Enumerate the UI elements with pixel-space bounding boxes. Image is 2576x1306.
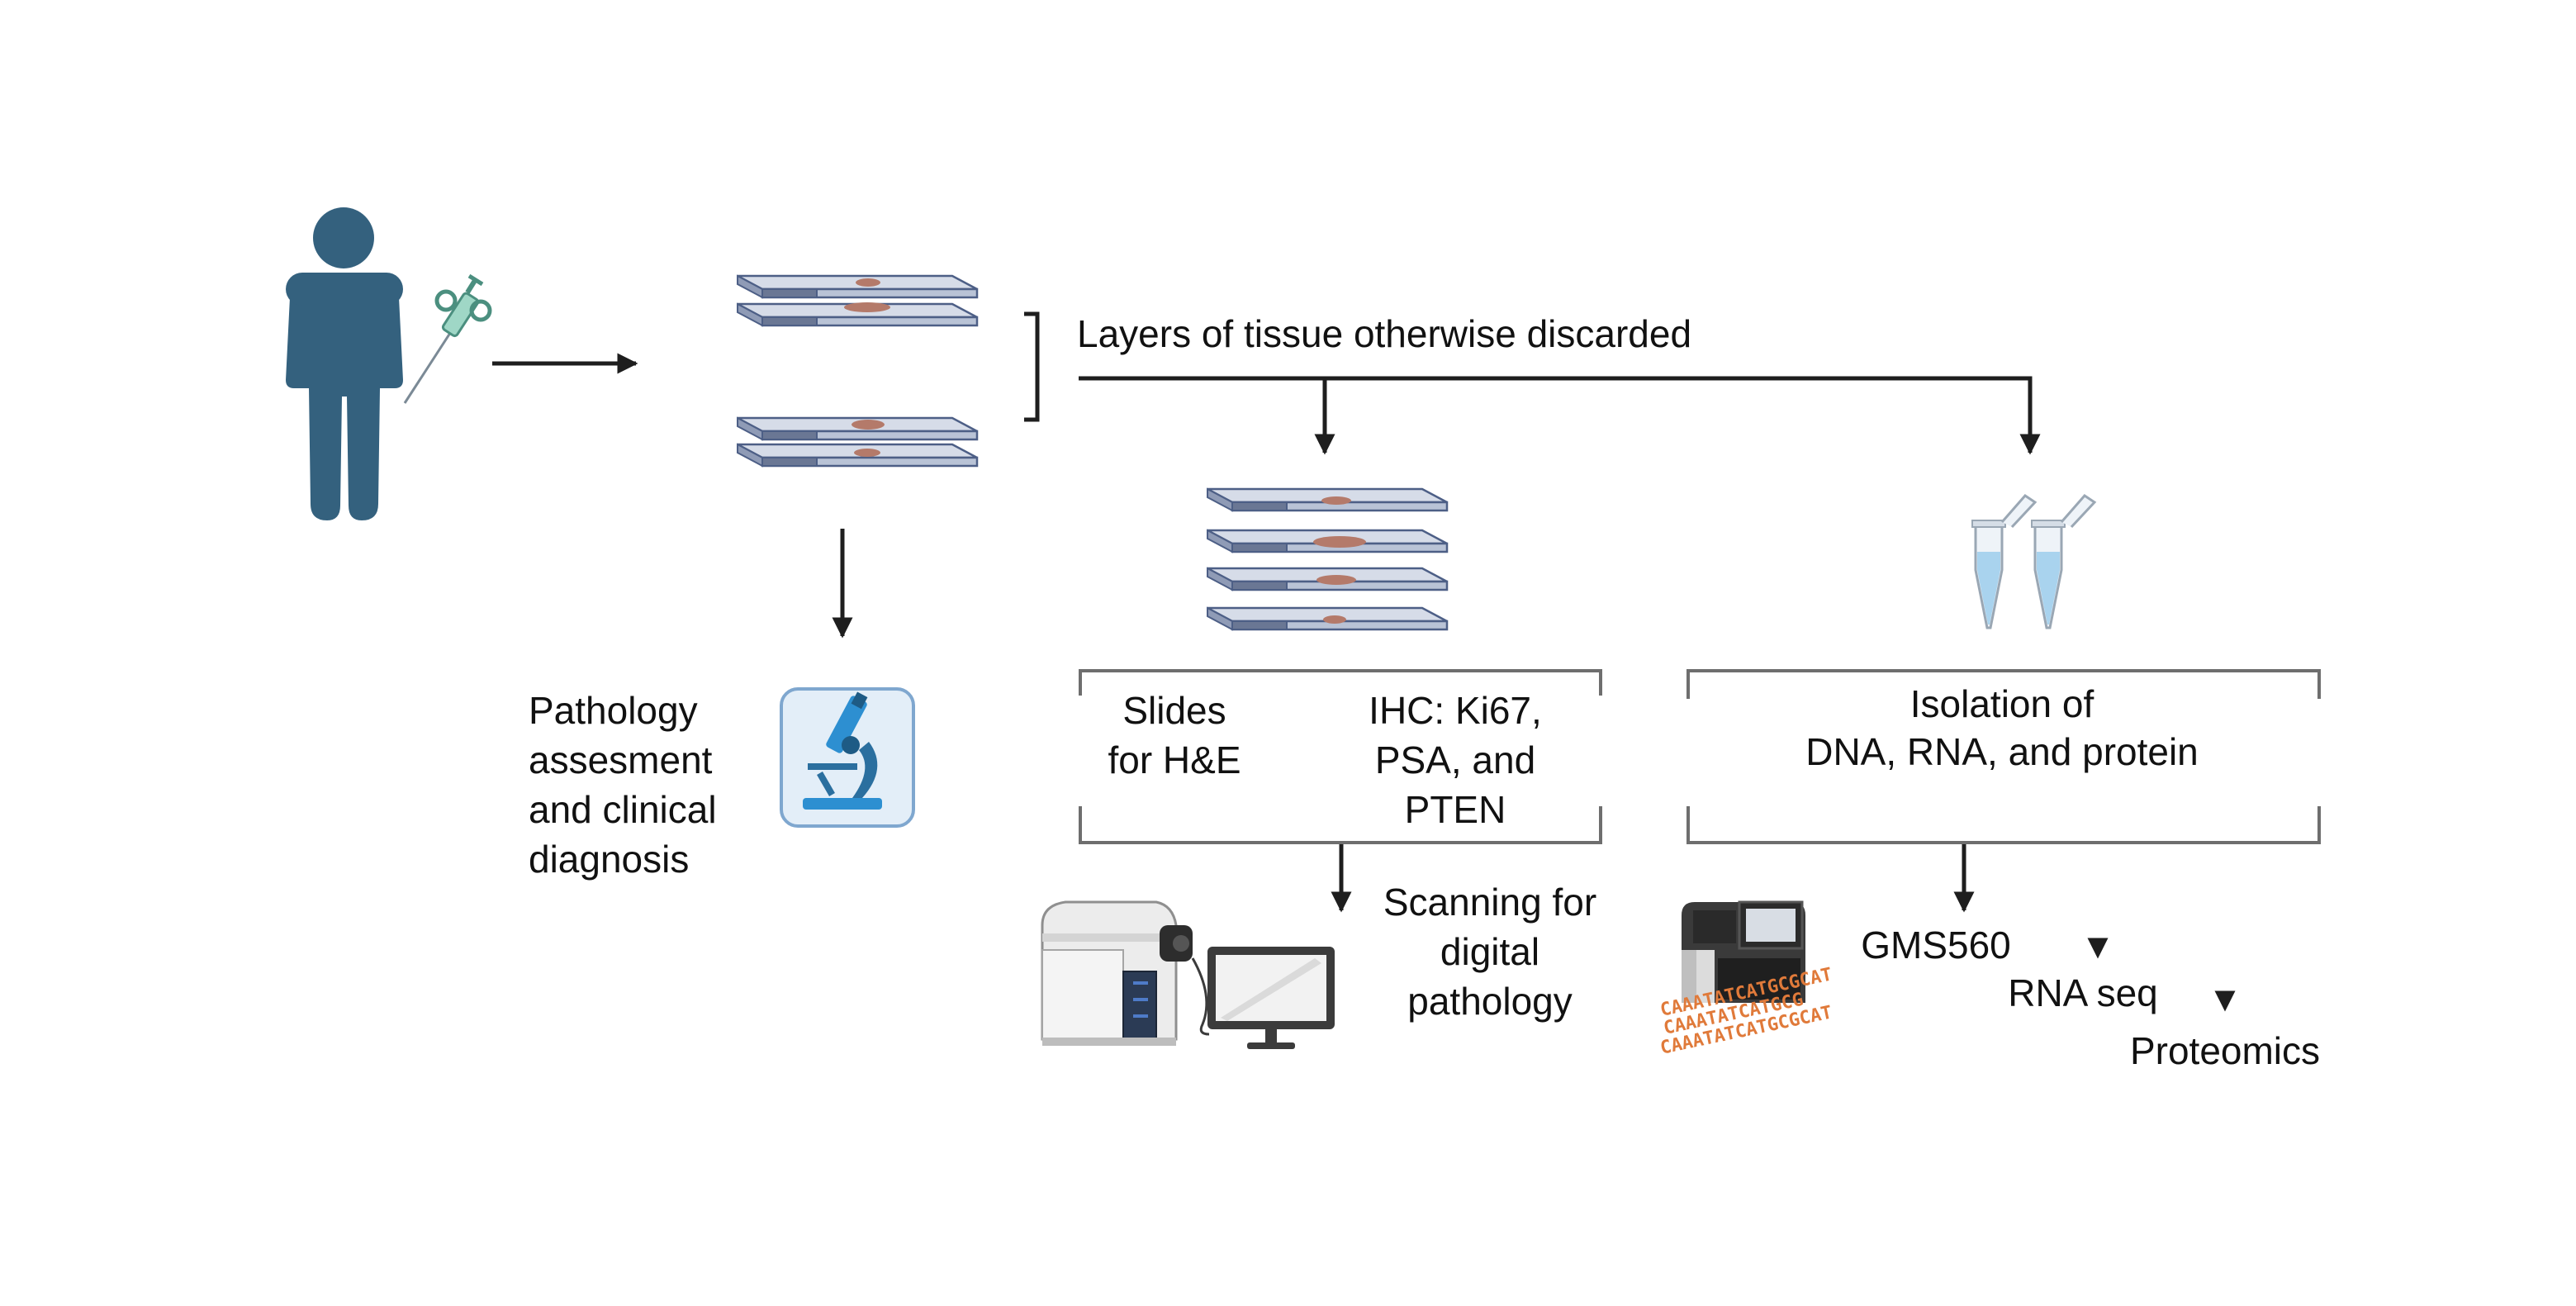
scanning-line-3: pathology: [1407, 980, 1573, 1023]
slides-bracket-bottom: [1079, 806, 1602, 844]
tissue-slide-stack-he: [1206, 487, 1449, 631]
pathology-line-3: and clinical: [529, 788, 717, 831]
layers-bracket: [1024, 311, 1040, 422]
pathology-line-2: assesment: [529, 738, 713, 781]
ihc-line-3: PTEN: [1405, 788, 1506, 831]
isolation-bracket-top: [1686, 669, 2321, 699]
gms560-label: GMS560: [1861, 924, 2011, 966]
microcentrifuge-tube-icon: [1971, 494, 2097, 629]
biopsy-needle-icon: [403, 273, 492, 404]
pathology-line-1: Pathology: [529, 689, 698, 732]
slides-he-line-2: for H&E: [1108, 738, 1241, 781]
pathology-label: Pathology assesment and clinical diagnos…: [529, 689, 717, 881]
person-icon: [286, 207, 403, 520]
rnaseq-label: RNA seq: [2008, 971, 2158, 1014]
isolation-line-1: Isolation of: [1910, 682, 2094, 725]
ihc-line-2: PSA, and: [1375, 738, 1535, 781]
scanning-line-2: digital: [1440, 930, 1539, 973]
microscope-icon: [780, 687, 915, 828]
scanning-line-1: Scanning for: [1383, 881, 1596, 924]
isolation-line-2: DNA, RNA, and protein: [1805, 730, 2199, 773]
proteomics-label: Proteomics: [2130, 1029, 2320, 1072]
sequencer-icon: [1682, 900, 1805, 1003]
ihc-line-1: IHC: Ki67,: [1369, 689, 1542, 732]
isolation-bracket-bottom: [1686, 806, 2321, 844]
slides-bracket-top: [1079, 669, 1602, 696]
tissue-slide-stack-initial: [736, 274, 979, 468]
slide-scanner-icon: [1041, 900, 1193, 1046]
layers-label: Layers of tissue otherwise discarded: [1077, 312, 1691, 355]
monitor-icon: [1191, 947, 1335, 1049]
pathology-line-4: diagnosis: [529, 838, 689, 881]
branch-line: [1079, 376, 2041, 455]
slides-he-line-1: Slides: [1122, 689, 1226, 732]
